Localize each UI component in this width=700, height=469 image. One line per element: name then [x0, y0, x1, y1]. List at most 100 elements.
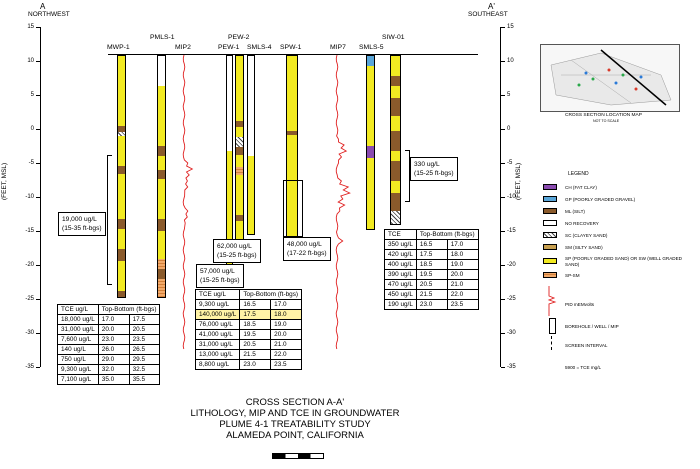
axis-tick [36, 333, 40, 334]
boring-label-smls4: SMLS-4 [247, 44, 272, 51]
title-line-3: PLUME 4-1 TREATABILITY STUDY [219, 419, 371, 430]
axis-tick [36, 197, 40, 198]
bottom-depth-cell: 22.0 [270, 349, 303, 360]
axis-tick-label: 10 [27, 58, 34, 64]
axis-tick-label: -15 [25, 228, 34, 234]
bottom-depth-cell: 19.0 [446, 259, 479, 270]
legend-label-spsm: SP-SM [565, 273, 580, 278]
axis-tick-label: -25 [507, 296, 516, 302]
top-depth-cell: 23.0 [415, 299, 448, 310]
boring-smls4 [247, 55, 255, 235]
bottom-depth-cell: 17.0 [446, 239, 479, 250]
legend-swatch-spsm [543, 272, 557, 278]
tce-cell: 7,100 ug/L [57, 374, 99, 385]
top-depth-cell: 19.5 [239, 329, 272, 340]
axis-tick-label: 0 [30, 126, 34, 132]
screen-note-mwp1: 19,000 ug/L (15-35 ft-bgs) [58, 212, 106, 236]
map-scale-note: NOT TO SCALE [593, 119, 620, 123]
axis-tick-label: -10 [25, 194, 34, 200]
screen-note-pew1-depth: (15-25 ft-bgs) [200, 277, 240, 284]
table-header: TCE ug/L [194, 289, 241, 300]
axis-tick [501, 95, 505, 96]
bottom-depth-cell: 19.0 [270, 319, 303, 330]
axis-tick-label: -35 [25, 364, 34, 370]
tce-cell: 9,300 ug/L [57, 364, 99, 375]
section-end-direction: SOUTHEAST [468, 11, 508, 18]
drawing-title: CROSS SECTION A-A' LITHOLOGY, MIP AND TC… [160, 397, 430, 441]
top-depth-cell: 21.5 [239, 349, 272, 360]
legend-label-tce: 5900 = TCE mg/L [565, 365, 602, 370]
axis-tick [36, 129, 40, 130]
axis-tick [501, 61, 505, 62]
section-start-direction: NORTHWEST [28, 11, 70, 18]
axis-tick-label: -35 [507, 364, 516, 370]
axis-tick [36, 27, 40, 28]
mip-trace-mip2 [182, 55, 194, 350]
bottom-depth-cell: 23.5 [270, 359, 303, 370]
table-header: Top-Bottom (ft-bgs) [415, 229, 479, 240]
tce-cell: 190 ug/L [384, 299, 417, 310]
screen-note-smls4-depth: (15-25 ft-bgs) [217, 252, 257, 259]
mip-trace-mip7 [335, 55, 351, 350]
axis-tick-label: -20 [507, 262, 516, 268]
legend-swatch-no-recovery [543, 220, 557, 226]
legend-screen-icon [551, 336, 553, 350]
yaxis-label-left: (FEET, MSL) [1, 162, 8, 200]
top-depth-cell: 19.5 [415, 269, 448, 280]
axis-tick-label: -5 [28, 160, 34, 166]
title-line-4: ALAMEDA POINT, CALIFORNIA [226, 430, 364, 441]
legend-label-screen: SCREEN INTERVAL [565, 343, 608, 348]
boring-mwp1 [117, 55, 126, 298]
top-depth-cell: 29.0 [97, 354, 130, 365]
map-caption: CROSS SECTION LOCATION MAP [565, 113, 642, 118]
top-depth-cell: 26.0 [97, 344, 130, 355]
boring-label-pmls1: PMLS-1 [150, 34, 175, 41]
axis-tick [36, 231, 40, 232]
tce-cell: 41,000 ug/L [194, 329, 241, 340]
top-depth-cell: 16.5 [415, 239, 448, 250]
legend-label-pid: PID mEMvolts [565, 302, 595, 307]
tce-cell: 13,000 ug/L [194, 349, 241, 360]
tce-cell: 750 ug/L [57, 354, 99, 365]
axis-tick-label: 5 [507, 92, 511, 98]
title-line-1: CROSS SECTION A-A' [245, 397, 345, 408]
axis-tick-label: -15 [507, 228, 516, 234]
bottom-depth-cell: 18.0 [270, 309, 303, 320]
top-depth-cell: 17.5 [239, 309, 272, 320]
screen-note-smls4-conc: 62,000 ug/L [217, 243, 252, 250]
axis-tick [36, 163, 40, 164]
location-map [540, 44, 680, 112]
top-depth-cell: 16.5 [239, 299, 272, 310]
boring-label-smls5: SMLS-5 [359, 44, 384, 51]
bottom-depth-cell: 22.0 [446, 289, 479, 300]
screen-note-smls4: 62,000 ug/L (15-25 ft-bgs) [213, 239, 261, 263]
tce-cell: 470 ug/L [384, 279, 417, 290]
left-axis [40, 27, 41, 367]
axis-tick [36, 95, 40, 96]
screen-bracket-mwp1 [107, 155, 112, 285]
boring-spw1 [286, 55, 298, 245]
axis-tick [501, 163, 505, 164]
boring-smls5 [366, 55, 375, 230]
axis-tick-label: -10 [507, 194, 516, 200]
top-depth-cell: 20.5 [239, 339, 272, 350]
ground-surface-line [108, 54, 478, 55]
legend-swatch-ml [543, 208, 557, 214]
bottom-depth-cell: 29.5 [128, 354, 161, 365]
table-header: Top-Bottom (ft-bgs) [97, 304, 161, 315]
axis-tick [36, 61, 40, 62]
axis-tick [501, 333, 505, 334]
yaxis-label-right: (FEET, MSL) [515, 162, 522, 200]
top-depth-cell: 17.5 [415, 249, 448, 260]
